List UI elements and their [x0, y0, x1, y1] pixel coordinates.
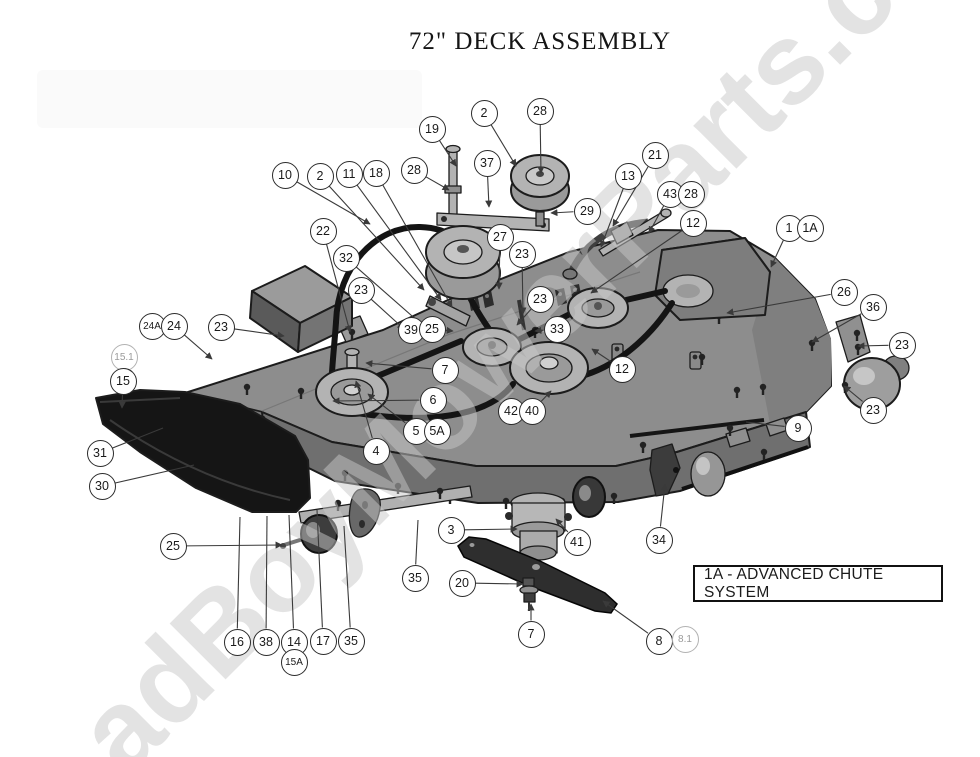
- callout-21: 21: [641, 141, 669, 169]
- caster-wheels: [572, 314, 910, 518]
- callout-40: 40: [518, 397, 546, 425]
- callout-23: 23: [508, 240, 536, 268]
- callout-43: 43: [656, 180, 684, 208]
- front-rail-roller: [280, 485, 473, 554]
- callout-12: 12: [608, 355, 636, 383]
- callout-37: 37: [473, 149, 501, 177]
- callout-15.1: 15.1: [110, 343, 138, 371]
- callout-23: 23: [207, 313, 235, 341]
- advanced-chute-note-label: 1A - ADVANCED CHUTE SYSTEM: [704, 565, 884, 601]
- callout-13: 13: [614, 162, 642, 190]
- callout-28: 28: [400, 156, 428, 184]
- callout-25: 25: [159, 532, 187, 560]
- callout-30: 30: [88, 472, 116, 500]
- callout-26: 26: [830, 278, 858, 306]
- callout-17: 17: [309, 627, 337, 655]
- callout-19: 19: [418, 115, 446, 143]
- callout-33: 33: [543, 315, 571, 343]
- callout-24: 24: [160, 312, 188, 340]
- callout-32: 32: [332, 244, 360, 272]
- callout-31: 31: [86, 439, 114, 467]
- page-title: 72" DECK ASSEMBLY: [408, 28, 672, 55]
- callout-39: 39: [397, 316, 425, 344]
- callout-22: 22: [309, 217, 337, 245]
- idler-arm-assembly: [425, 144, 570, 300]
- callout-5A: 5A: [423, 417, 451, 445]
- callout-12: 12: [679, 209, 707, 237]
- callout-4: 4: [362, 437, 390, 465]
- callout-29: 29: [573, 197, 601, 225]
- callout-23: 23: [347, 276, 375, 304]
- callout-3: 3: [437, 516, 465, 544]
- callout-27: 27: [486, 223, 514, 251]
- spindle-housing: [505, 492, 572, 561]
- callout-10: 10: [271, 161, 299, 189]
- callout-28: 28: [677, 180, 705, 208]
- callout-23: 23: [526, 285, 554, 313]
- callout-42: 42: [497, 397, 525, 425]
- callout-34: 34: [645, 526, 673, 554]
- callout-9: 9: [784, 414, 812, 442]
- callout-23: 23: [859, 396, 887, 424]
- advanced-chute-note: 1A - ADVANCED CHUTE SYSTEM: [693, 565, 943, 602]
- support-rod-assembly: [562, 208, 672, 280]
- callout-38: 38: [252, 628, 280, 656]
- callout-28: 28: [526, 97, 554, 125]
- chute-cover-right: [654, 237, 771, 321]
- faint-logo-box: [37, 70, 422, 128]
- callout-25: 25: [418, 315, 446, 343]
- callout-36: 36: [859, 293, 887, 321]
- callout-6: 6: [419, 386, 447, 414]
- callout-1A: 1A: [796, 214, 824, 242]
- callout-41: 41: [563, 528, 591, 556]
- callout-15A: 15A: [280, 648, 308, 676]
- callout-2: 2: [470, 99, 498, 127]
- callout-23: 23: [888, 331, 916, 359]
- callout-2: 2: [306, 162, 334, 190]
- callout-7: 7: [517, 620, 545, 648]
- callout-16: 16: [223, 628, 251, 656]
- callout-18: 18: [362, 159, 390, 187]
- callout-8: 8: [645, 627, 673, 655]
- callout-8.1: 8.1: [671, 625, 699, 653]
- callout-35: 35: [337, 627, 365, 655]
- callout-7: 7: [431, 356, 459, 384]
- callout-5: 5: [402, 417, 430, 445]
- discharge-chute: [95, 389, 311, 513]
- spindle-pulleys: [315, 287, 629, 417]
- callout-35: 35: [401, 564, 429, 592]
- callout-20: 20: [448, 569, 476, 597]
- callout-15: 15: [109, 367, 137, 395]
- callout-11: 11: [335, 160, 363, 188]
